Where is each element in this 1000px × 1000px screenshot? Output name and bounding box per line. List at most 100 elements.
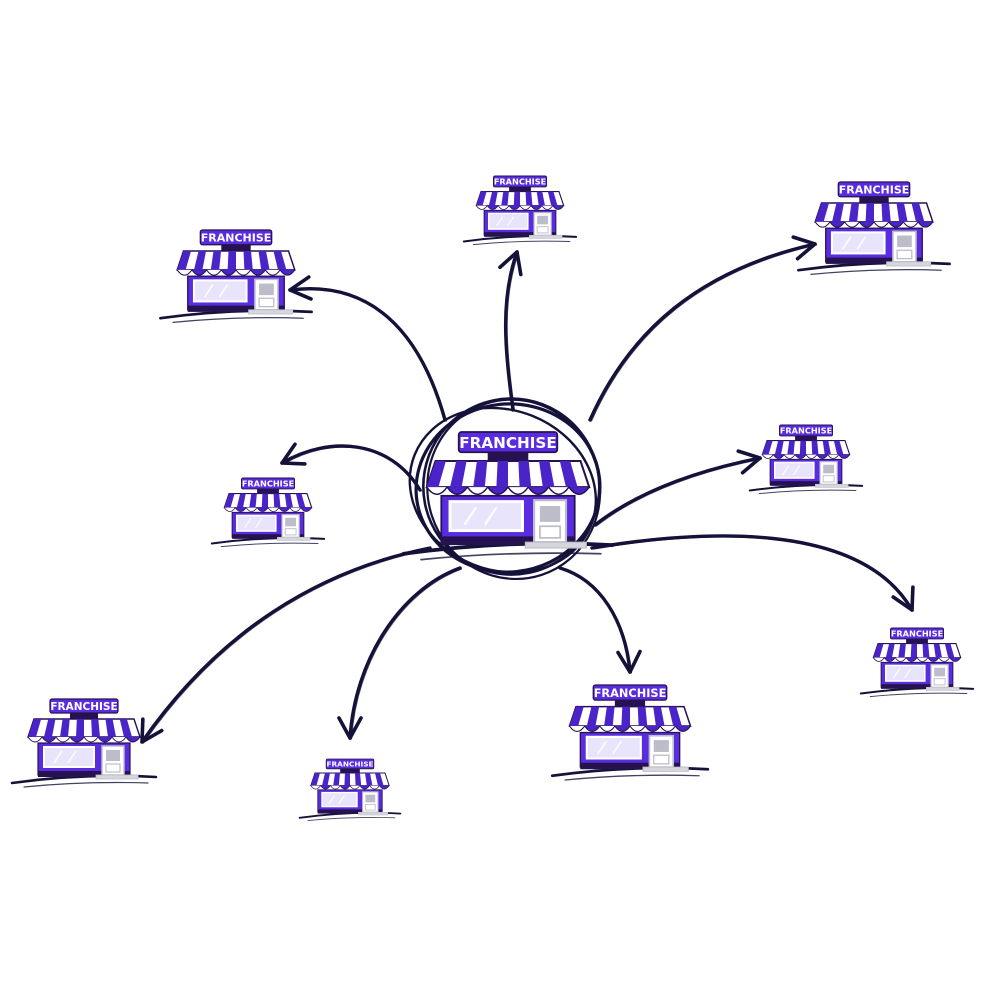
awning-stripe bbox=[559, 461, 578, 488]
awning-stripe bbox=[653, 706, 665, 727]
awning-stripe bbox=[774, 440, 784, 455]
door-panel bbox=[364, 804, 376, 811]
sign-board bbox=[199, 229, 273, 246]
awning-stripe bbox=[273, 493, 281, 508]
awning-stripe bbox=[848, 203, 859, 222]
scribble-ring bbox=[426, 398, 602, 581]
awning-stripe bbox=[243, 251, 253, 270]
awning-scallop bbox=[426, 486, 448, 496]
sign-post bbox=[614, 700, 646, 707]
arrowhead bbox=[791, 235, 817, 261]
awning-stripe bbox=[273, 251, 287, 270]
awning-scallop bbox=[300, 507, 312, 512]
sign-post bbox=[859, 196, 889, 203]
shop-window bbox=[585, 735, 642, 760]
store-right: FRANCHISE bbox=[859, 627, 975, 698]
stores-layer: FRANCHISE FRANCHISE FRANCHISE FRANCHISE FRAN… bbox=[10, 175, 975, 822]
step bbox=[529, 234, 563, 239]
awning-stripe bbox=[284, 493, 293, 508]
store-base bbox=[441, 536, 575, 546]
arrow-line-sketch bbox=[506, 252, 520, 412]
arrowhead bbox=[280, 442, 307, 466]
awning-scallop bbox=[794, 454, 807, 459]
store-top-left: FRANCHISE bbox=[159, 229, 313, 324]
door-window bbox=[934, 667, 946, 677]
arrow-line bbox=[590, 534, 914, 612]
awning-stripe bbox=[119, 719, 132, 737]
store-base bbox=[317, 809, 383, 814]
sign-label: FRANCHISE bbox=[594, 686, 667, 700]
awning-scallop bbox=[838, 454, 850, 459]
awning-stripe bbox=[525, 191, 533, 206]
awning-scallop bbox=[541, 205, 554, 210]
step bbox=[95, 774, 139, 780]
door-panel bbox=[536, 226, 549, 234]
step bbox=[524, 541, 587, 549]
ground-line bbox=[758, 489, 857, 495]
awning-scallop bbox=[873, 221, 890, 228]
sign-post bbox=[487, 452, 529, 461]
awning-scallop bbox=[905, 657, 918, 662]
awning-scallop bbox=[111, 736, 127, 743]
ground-line bbox=[420, 552, 602, 561]
awning-scallop bbox=[916, 657, 929, 662]
awning-scallop bbox=[568, 486, 590, 496]
awning-stripe bbox=[60, 719, 70, 737]
arrow-to-store-bottom-left bbox=[140, 546, 433, 744]
awning-scallop bbox=[805, 454, 818, 459]
awning-stripe bbox=[518, 461, 532, 488]
awning-scallop bbox=[548, 486, 570, 496]
arrow-to-store-top-right bbox=[588, 235, 818, 422]
awning-stripe bbox=[210, 251, 221, 270]
awning-stripe bbox=[91, 719, 100, 737]
sign-post bbox=[70, 713, 98, 719]
awning-scallop bbox=[508, 205, 521, 210]
awning-scallop bbox=[256, 507, 269, 512]
shop-window bbox=[488, 212, 529, 230]
door-panel bbox=[896, 249, 913, 260]
window-glare bbox=[53, 750, 77, 764]
arrowhead bbox=[736, 449, 762, 475]
awning-stripe bbox=[822, 440, 831, 455]
storefront-icon: FRANCHISE bbox=[210, 477, 326, 548]
step bbox=[886, 261, 932, 267]
awning-scallop bbox=[486, 205, 499, 210]
awning-stripe bbox=[76, 719, 84, 737]
awning-scallop bbox=[487, 486, 509, 496]
awning-scallop bbox=[902, 221, 919, 228]
store-mid-right: FRANCHISE bbox=[748, 424, 864, 495]
arrow-line-sketch bbox=[142, 548, 433, 744]
awning-scallop bbox=[234, 507, 247, 512]
storefront-icon: FRANCHISE bbox=[859, 627, 975, 698]
door-panel bbox=[284, 528, 297, 536]
storefront-icon: FRANCHISE bbox=[550, 684, 710, 781]
arrow-line-sketch bbox=[350, 568, 463, 740]
sign-post bbox=[906, 638, 928, 644]
awning-scallop bbox=[894, 657, 907, 662]
door-window bbox=[285, 517, 297, 527]
window-glare bbox=[782, 465, 801, 476]
awning-stripe bbox=[865, 203, 874, 222]
awning-stripe bbox=[375, 773, 384, 786]
scribble-ring bbox=[422, 397, 601, 576]
awning-scallop bbox=[176, 269, 193, 276]
awning-stripe bbox=[44, 719, 56, 737]
sign-board bbox=[493, 175, 547, 188]
arrow-to-store-mid-left bbox=[280, 442, 423, 492]
awning-stripe bbox=[569, 706, 584, 727]
awning-scallop bbox=[816, 454, 829, 459]
awning-stripe bbox=[310, 773, 320, 786]
shop-window bbox=[885, 664, 926, 682]
arrow-to-store-bottom-center bbox=[558, 566, 642, 674]
storefront-icon: FRANCHISE bbox=[462, 175, 578, 246]
awning-scallop bbox=[330, 785, 341, 790]
storefront-icon: FRANCHISE bbox=[797, 181, 951, 276]
sign-post bbox=[340, 768, 360, 773]
awning-stripe bbox=[355, 773, 362, 786]
step bbox=[248, 309, 294, 315]
ground-line bbox=[810, 269, 942, 276]
shop-window bbox=[774, 461, 815, 479]
sign-label: FRANCHISE bbox=[242, 479, 294, 489]
sign-board bbox=[837, 181, 911, 198]
awning-stripe bbox=[881, 203, 891, 222]
